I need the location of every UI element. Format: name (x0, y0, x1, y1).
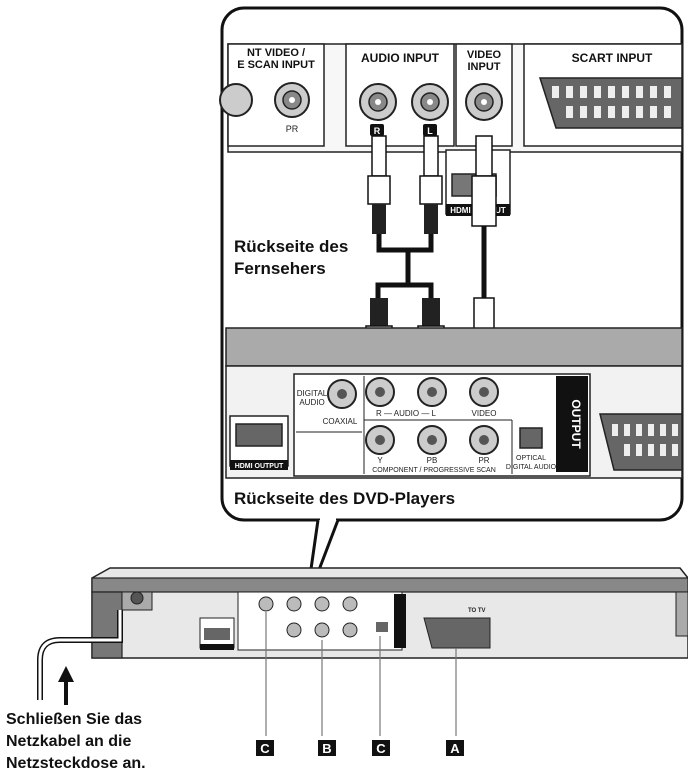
dvd-hdmi-output-label: HDMI OUTPUT (235, 463, 284, 470)
connector-badge-a: A (446, 740, 464, 756)
dvd-digital-audio-2: AUDIO (299, 398, 324, 407)
dvd-coaxial-label: COAXIAL (323, 417, 358, 426)
leader-lines (265, 612, 457, 736)
power-note-2: Netzkabel an die (6, 733, 131, 750)
dvd-pr-label: PR (478, 456, 489, 465)
connector-badge-b: B (318, 740, 336, 756)
tv-scart-socket (538, 77, 683, 129)
tv-jack-pb (219, 83, 253, 117)
dvd-optical-1: OPTICAL (516, 455, 546, 462)
audio-cable-l (375, 135, 443, 300)
tv-component-input-label-2: E SCAN INPUT (237, 59, 315, 71)
connector-badge-c-optical: C (372, 740, 390, 756)
dvd-audio-row-label: R — AUDIO — L (376, 409, 437, 418)
tv-video-input-label-2: INPUT (468, 61, 501, 73)
dvd-pb-label: PB (427, 456, 438, 465)
tv-back-caption-2: Fernsehers (234, 259, 326, 278)
connector-badge-c-coaxial: C (256, 740, 274, 756)
connector-label-a: A (450, 741, 460, 756)
tv-audio-l-badge: L (427, 126, 433, 136)
dvd-to-tv-label: TO TV (468, 608, 486, 614)
connector-label-c-2: C (376, 741, 386, 756)
dvd-top-shelf (225, 327, 683, 367)
dvd-digital-audio-1: DIGITAL (297, 389, 328, 398)
tv-component-input-label-1: NT VIDEO / (247, 47, 305, 59)
power-arrow-head (58, 666, 74, 682)
tv-audio-input-label: AUDIO INPUT (361, 51, 440, 65)
tv-back-caption-1: Rückseite des (234, 237, 348, 256)
power-note-3: Netzsteckdose an. (6, 755, 146, 772)
audio-cable-r (367, 135, 411, 285)
tv-pr-label: PR (286, 124, 299, 134)
dvd-scart-socket-zoom (599, 413, 683, 471)
connector-label-b: B (322, 741, 331, 756)
power-note-1: Schließen Sie das (6, 711, 142, 728)
tv-audio-r-badge: R (374, 126, 381, 136)
dvd-video-label: VIDEO (472, 409, 497, 418)
dvd-output-tab (556, 376, 588, 472)
dvd-back-caption: Rückseite des DVD-Players (234, 489, 455, 508)
dvd-output-label: OUTPUT (569, 399, 583, 449)
dvd-optical-port (519, 427, 543, 449)
connector-label-c-1: C (260, 741, 270, 756)
tv-rear-panel: NT VIDEO / E SCAN INPUT PR AUDIO INPUT R… (219, 43, 683, 153)
tv-video-input-label-1: VIDEO (467, 49, 502, 61)
dvd-component-label: COMPONENT / PROGRESSIVE SCAN (372, 467, 496, 474)
tv-scart-input-label: SCART INPUT (572, 51, 653, 65)
dvd-y-label: Y (377, 456, 383, 465)
dvd-optical-2: DIGITAL AUDIO (506, 464, 557, 471)
dvd-rear-panel-zoom: DIGITAL AUDIO COAXIAL R — AUDIO — L VIDE… (225, 365, 683, 479)
dvd-player-body: TO TV (91, 567, 688, 659)
